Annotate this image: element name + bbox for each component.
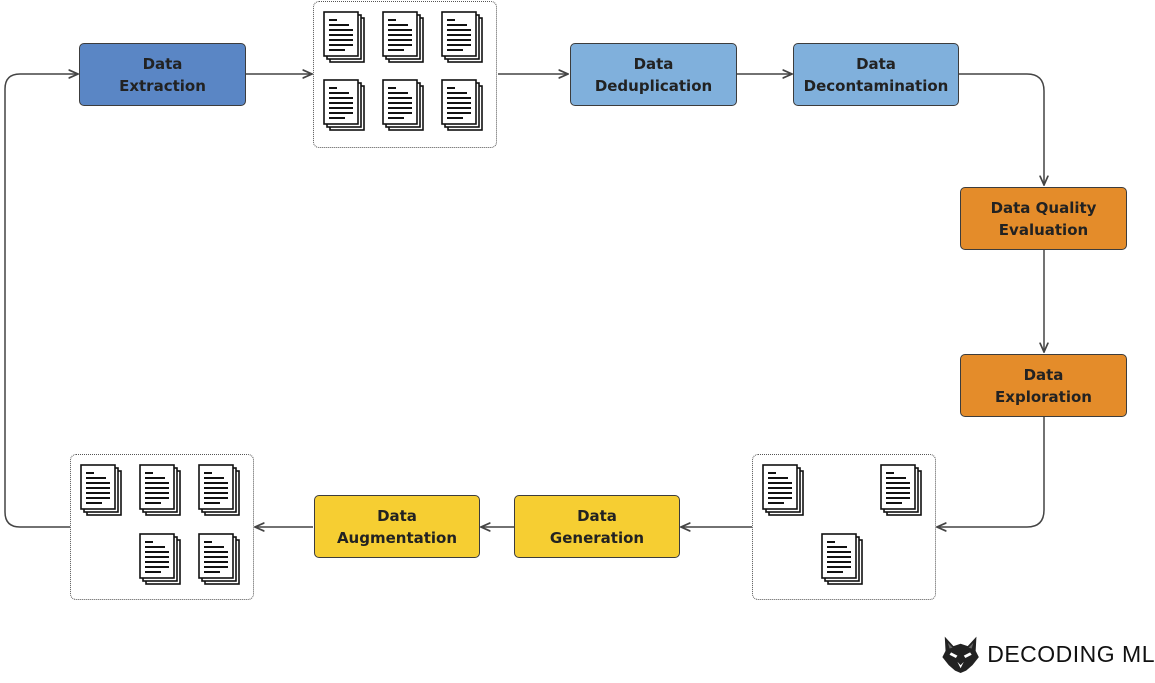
node-label-line2: Evaluation — [998, 220, 1089, 239]
node-label-line1: Data — [142, 54, 183, 73]
document-stack-icon — [80, 464, 122, 516]
document-stack-icon — [382, 79, 424, 131]
document-stack-icon — [441, 79, 483, 131]
document-stack-icon — [880, 464, 922, 516]
node-label-line1: Data — [633, 54, 674, 73]
edge-exploration-to-filtered-docs — [937, 417, 1045, 527]
node-label-line2: Generation — [549, 528, 645, 547]
edge-final-docs-loop-to-extraction — [4, 74, 78, 528]
node-data-exploration: Data Exploration — [960, 354, 1127, 417]
node-label-line1: Data — [1023, 365, 1064, 384]
document-stack-icon — [323, 11, 365, 63]
node-label-line2: Extraction — [119, 76, 206, 95]
node-label-line1: Data — [856, 54, 896, 73]
wolf-head-icon — [942, 636, 979, 674]
node-data-deduplication: Data Deduplication — [570, 43, 737, 106]
document-stack-icon — [139, 464, 181, 516]
brand-logo: DECODING ML — [940, 628, 1155, 680]
brand-name: DECODING ML — [987, 640, 1155, 667]
document-stack-icon — [198, 533, 240, 585]
node-label-line1: Data — [377, 506, 417, 525]
node-label-line1: Data Quality — [990, 198, 1097, 217]
document-stack-icon — [821, 533, 863, 585]
node-label-line2: Deduplication — [594, 76, 713, 95]
document-stack-icon — [762, 464, 804, 516]
document-stack-icon — [198, 464, 240, 516]
document-stack-icon — [139, 533, 181, 585]
document-stack-icon — [382, 11, 424, 63]
node-label-line2: Decontamination — [803, 76, 949, 95]
node-label-line2: Exploration — [995, 387, 1092, 406]
node-data-generation: Data Generation — [514, 495, 680, 558]
document-stack-icon — [441, 11, 483, 63]
node-label-line2: Augmentation — [336, 528, 458, 547]
node-data-decontamination: Data Decontamination — [793, 43, 959, 106]
node-label-line1: Data — [577, 506, 617, 525]
node-data-quality-evaluation: Data Quality Evaluation — [960, 187, 1127, 250]
edge-decontamination-to-quality — [959, 73, 1044, 185]
node-data-extraction: Data Extraction — [79, 43, 246, 106]
node-data-augmentation: Data Augmentation — [314, 495, 480, 558]
document-stack-icon — [323, 79, 365, 131]
